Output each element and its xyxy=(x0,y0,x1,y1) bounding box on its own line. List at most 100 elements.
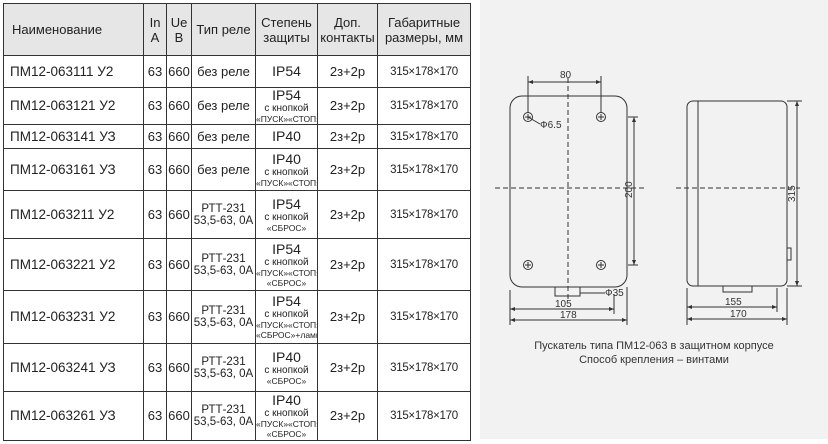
cell-dimensions: 315×178×170 xyxy=(377,190,471,239)
side-view-button xyxy=(787,247,792,261)
cell-contacts: 2з+2р xyxy=(317,55,378,88)
cell-name: ПМ12-063241 УЗ xyxy=(3,343,144,392)
cell-dimensions: 315×178×170 xyxy=(377,124,471,149)
dim-155-label: 155 xyxy=(725,297,742,308)
cell-dimensions: 315×178×170 xyxy=(377,87,471,125)
cell-ue: 660 xyxy=(166,124,192,149)
header-contacts: Доп.контакты xyxy=(317,3,378,56)
cell-protection: IP54 xyxy=(255,55,318,88)
cell-in: 63 xyxy=(143,55,167,88)
cell-ue: 660 xyxy=(166,238,192,291)
cell-name: ПМ12-063141 УЗ xyxy=(3,124,144,149)
cell-contacts: 2з+2р xyxy=(317,190,378,239)
cell-in: 63 xyxy=(143,238,167,291)
dim-gland-label: Ф35 xyxy=(605,288,624,299)
cell-ue: 660 xyxy=(166,148,192,191)
mount-hole-top-left xyxy=(523,112,533,122)
cell-dimensions: 315×178×170 xyxy=(377,238,471,291)
mount-hole-top-right xyxy=(596,112,606,122)
cell-name: ПМ12-063221 У2 xyxy=(3,238,144,291)
cell-in: 63 xyxy=(143,87,167,125)
cell-in: 63 xyxy=(143,190,167,239)
cell-contacts: 2з+2р xyxy=(317,391,378,441)
cell-in: 63 xyxy=(143,148,167,191)
cell-ue: 660 xyxy=(166,290,192,344)
cell-in: 63 xyxy=(143,391,167,441)
header-name: Наименование xyxy=(3,3,144,56)
cell-contacts: 2з+2р xyxy=(317,343,378,392)
drawing-caption-line2: Способ крепления – винтами xyxy=(579,354,729,366)
dim-178-label: 178 xyxy=(560,310,577,321)
cell-relay: без реле xyxy=(191,148,256,191)
cell-ue: 660 xyxy=(166,343,192,392)
cell-name: ПМ12-063211 У2 xyxy=(3,190,144,239)
cell-relay: без реле xyxy=(191,124,256,149)
cell-name: ПМ12-063111 У2 xyxy=(3,55,144,88)
cell-ue: 660 xyxy=(166,55,192,88)
dim-80-label: 80 xyxy=(560,70,572,81)
cell-dimensions: 315×178×170 xyxy=(377,148,471,191)
cell-relay: без реле xyxy=(191,87,256,125)
cell-dimensions: 315×178×170 xyxy=(377,391,471,441)
dim-105-label: 105 xyxy=(555,299,572,310)
cable-gland xyxy=(554,287,581,297)
cell-ue: 660 xyxy=(166,87,192,125)
cell-name: ПМ12-063261 УЗ xyxy=(3,391,144,441)
cell-relay: без реле xyxy=(191,55,256,88)
mount-hole-bottom-left xyxy=(523,260,533,270)
dim-170-label: 170 xyxy=(730,309,747,320)
mount-hole-bottom-right xyxy=(596,260,606,270)
dim-200-label: 200 xyxy=(624,181,635,198)
dim-hole-label: Ф6.5 xyxy=(540,120,562,131)
cell-dimensions: 315×178×170 xyxy=(377,290,471,344)
cell-contacts: 2з+2р xyxy=(317,290,378,344)
cell-dimensions: 315×178×170 xyxy=(377,343,471,392)
side-view-body xyxy=(686,100,788,287)
cell-name: ПМ12-063121 У2 xyxy=(3,87,144,125)
cell-dimensions: 315×178×170 xyxy=(377,55,471,88)
cell-name: ПМ12-063161 УЗ xyxy=(3,148,144,191)
enclosure-drawing-panel: 80 Ф6.5 200 315 Ф35 105 178 155 170 Пуск… xyxy=(480,0,828,439)
cell-contacts: 2з+2р xyxy=(317,148,378,191)
side-view-gland xyxy=(722,286,753,293)
cell-contacts: 2з+2р xyxy=(317,124,378,149)
cell-ue: 660 xyxy=(166,190,192,239)
cell-in: 63 xyxy=(143,124,167,149)
header-relay: Тип реле xyxy=(191,3,256,56)
cell-ue: 660 xyxy=(166,391,192,441)
cell-contacts: 2з+2р xyxy=(317,238,378,291)
cell-in: 63 xyxy=(143,343,167,392)
cell-name: ПМ12-063231 У2 xyxy=(3,290,144,344)
cell-contacts: 2з+2р xyxy=(317,87,378,125)
cell-protection: IP40 xyxy=(255,124,318,149)
cell-in: 63 xyxy=(143,290,167,344)
enclosure-drawing: 80 Ф6.5 200 315 Ф35 105 178 155 170 xyxy=(495,70,802,325)
